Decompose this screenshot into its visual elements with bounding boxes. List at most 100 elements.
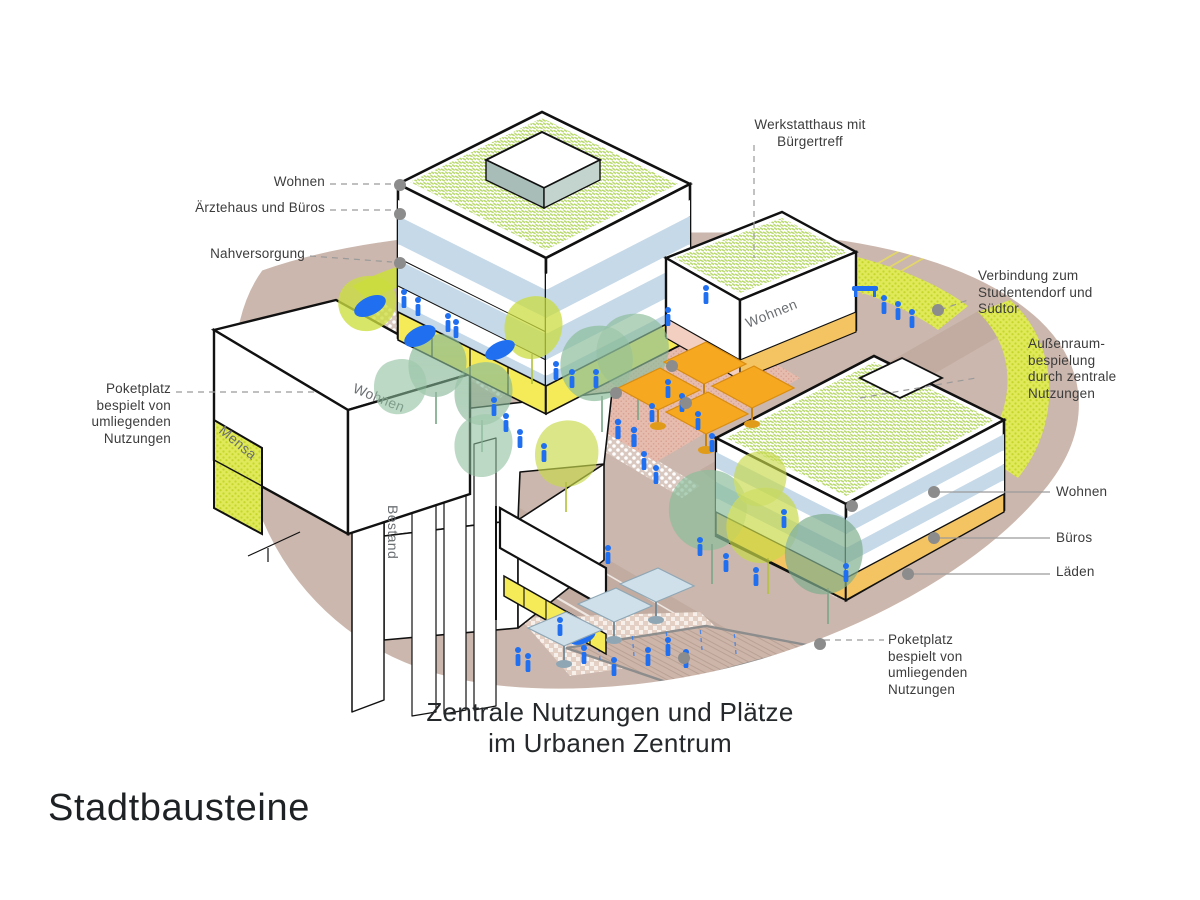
tree: [534, 420, 599, 512]
callout-laeden-right: Läden: [1056, 564, 1095, 579]
dot-wohnen-top: [394, 179, 406, 191]
umbrella: [618, 567, 696, 624]
person: [653, 465, 659, 484]
cap-bestand: Bestand: [385, 505, 401, 559]
person: [553, 361, 559, 380]
floor-band-blue: [546, 216, 690, 318]
callout-aussenraumbespielung: Außenraum- bespielung durch zentrale Nut…: [1028, 336, 1117, 401]
person: [645, 647, 651, 666]
floor-band: [546, 200, 690, 290]
person: [665, 637, 671, 656]
person: [503, 413, 509, 432]
person: [695, 411, 701, 430]
floor-band: [846, 450, 1004, 548]
callout-poketplatz-left: Poketplatz bespielt von umliegenden Nutz…: [91, 381, 171, 446]
bench-leg: [873, 291, 876, 297]
floor-band: [546, 244, 690, 334]
person: [581, 645, 587, 664]
floor-band: [398, 200, 546, 290]
tree: [454, 414, 513, 478]
dot-plaza-north: [666, 360, 678, 372]
dot-poketplatz-right: [814, 638, 826, 650]
person: [593, 369, 599, 388]
dot-south-plaza: [678, 652, 690, 664]
person: [525, 653, 531, 672]
callout-wohnen-top: Wohnen: [273, 174, 325, 189]
tree: [504, 296, 563, 384]
green-roof: [726, 362, 994, 496]
person: [753, 567, 759, 586]
person: [541, 443, 547, 462]
person: [445, 313, 451, 332]
south-plaza-umbrellas: [526, 567, 696, 668]
person: [665, 379, 671, 398]
person: [491, 397, 497, 416]
dot-aerztehaus: [394, 208, 406, 220]
person: [709, 433, 715, 452]
mensa-volume: [213, 418, 263, 536]
person: [630, 426, 638, 447]
callout-aerztehaus-und-bueros: Ärztehaus und Büros: [195, 200, 325, 215]
callout-bueros-right: Büros: [1056, 530, 1093, 545]
person: [895, 301, 901, 320]
tree: [733, 450, 787, 507]
dot-verbindung: [932, 304, 944, 316]
car: [485, 339, 515, 361]
person: [517, 429, 523, 448]
person: [649, 403, 655, 422]
callout-werkstatthaus-buergertreff: Werkstatthaus mit Bürgertreff: [754, 117, 866, 149]
roof-courtyard: [857, 356, 945, 400]
bench: [852, 286, 878, 291]
leader-verbindung: [939, 299, 969, 311]
dot-aussenraum: [846, 500, 858, 512]
tree: [373, 358, 427, 415]
retail-plinth: [845, 492, 1005, 602]
callout-wohnen-right: Wohnen: [1056, 484, 1108, 499]
person: [569, 369, 575, 388]
person: [665, 307, 671, 326]
person: [909, 309, 915, 328]
dot-wohnen-right: [928, 486, 940, 498]
person: [723, 553, 729, 572]
person: [641, 451, 647, 470]
courtyard-wall: [543, 158, 601, 210]
umbrella: [526, 611, 604, 668]
callout-verbindung-studentendorf: Verbindung zum Studentendorf und Südtor: [978, 268, 1093, 316]
dot-plaza: [610, 387, 622, 399]
callout-dots: [394, 179, 944, 664]
person: [605, 545, 611, 564]
bench-layer: [852, 286, 878, 297]
deck-title: Stadtbausteine: [48, 787, 310, 829]
leader-aussenraum: [859, 377, 977, 399]
person: [614, 418, 622, 439]
person: [881, 295, 887, 314]
car: [354, 295, 386, 317]
people-layer: [401, 285, 915, 676]
person: [401, 289, 407, 308]
person: [557, 617, 563, 636]
umbrella: [710, 365, 796, 428]
leader-nahversorgung: [309, 255, 393, 263]
dot-market-plaza: [680, 397, 692, 409]
green-roof: [674, 218, 848, 293]
tree: [726, 487, 799, 594]
umbrella: [616, 367, 702, 430]
dashed-leaders: [176, 145, 977, 641]
person: [453, 319, 459, 338]
person: [703, 285, 709, 304]
solid-leaders: [908, 491, 1050, 575]
floor-band: [846, 480, 1004, 578]
car: [404, 325, 436, 347]
bench-leg: [854, 291, 857, 297]
person: [611, 657, 617, 676]
callout-leaders: [176, 145, 1050, 664]
person: [843, 563, 849, 582]
dot-laeden-right: [902, 568, 914, 580]
floor-band-blue: [398, 216, 546, 318]
tree: [784, 513, 863, 624]
person: [415, 297, 421, 316]
person: [697, 537, 703, 556]
floor-band-blue: [846, 434, 1004, 534]
